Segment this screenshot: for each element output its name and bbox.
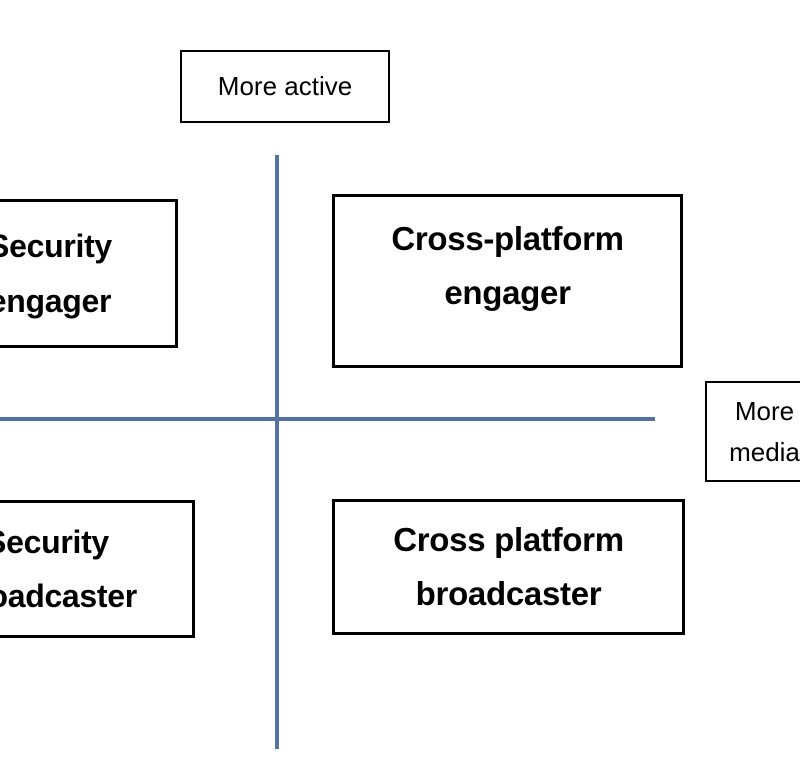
vertical-axis-line — [275, 155, 279, 749]
axis-label-more-active-text: More active — [217, 71, 353, 102]
horizontal-axis-line — [0, 417, 655, 421]
quadrant-security-engager-label: Security engager — [0, 228, 112, 319]
quadrant-cross-platform-engager: Cross-platform engager — [332, 194, 683, 368]
quadrant-cross-platform-broadcaster-label: Cross platform broadcaster — [393, 520, 624, 612]
quadrant-security-broadcaster-label: Security broadcaster — [0, 523, 137, 614]
quadrant-security-broadcaster: Security broadcaster — [0, 500, 195, 638]
quadrant-security-engager: Security engager — [0, 199, 178, 348]
axis-label-more-media: More media — [705, 381, 800, 482]
quadrant-cross-platform-engager-label: Cross-platform engager — [391, 219, 624, 311]
axis-label-more-media-text: More media — [729, 396, 800, 467]
axis-label-more-active: More active — [180, 50, 390, 123]
quadrant-cross-platform-broadcaster: Cross platform broadcaster — [332, 499, 685, 635]
